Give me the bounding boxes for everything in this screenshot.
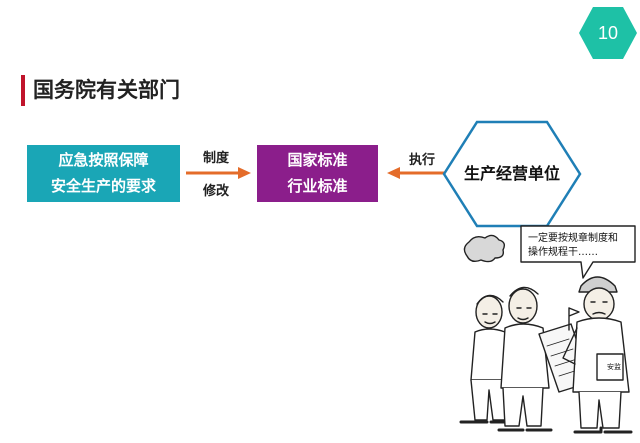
business-unit-hexagon: 生产经营单位 <box>442 120 582 228</box>
workers-cartoon-icon <box>459 225 636 434</box>
arrow-right-icon <box>186 167 251 179</box>
title-accent-bar <box>21 75 25 106</box>
bag-sign: 安监 <box>607 363 621 371</box>
speech-line2: 操作规程干…… <box>528 247 598 258</box>
requirement-box-line2: 安全生产的要求 <box>50 177 156 195</box>
execute-label: 执行 <box>408 153 435 168</box>
requirement-box: 应急按照保障 安全生产的要求 <box>27 145 180 202</box>
speech-line1: 一定要按规章制度和 <box>528 233 618 244</box>
arrow-label-top: 制度 <box>202 151 229 166</box>
page-number: 10 <box>597 23 619 43</box>
business-unit-label: 生产经营单位 <box>463 164 560 183</box>
page-number-badge: 10 <box>578 6 638 60</box>
page-number-hexagon-icon <box>579 7 637 59</box>
standards-box-line2: 行业标准 <box>287 177 348 195</box>
arrow-label-bottom: 修改 <box>202 184 229 199</box>
arrow-left-icon <box>387 167 444 179</box>
requirement-box-line1: 应急按照保障 <box>58 151 149 169</box>
standards-box-line1: 国家标准 <box>287 151 348 169</box>
standards-box: 国家标准 行业标准 <box>257 145 378 202</box>
speech-bubble: 一定要按规章制度和 操作规程干…… <box>528 232 632 260</box>
page-title: 国务院有关部门 <box>33 78 180 102</box>
